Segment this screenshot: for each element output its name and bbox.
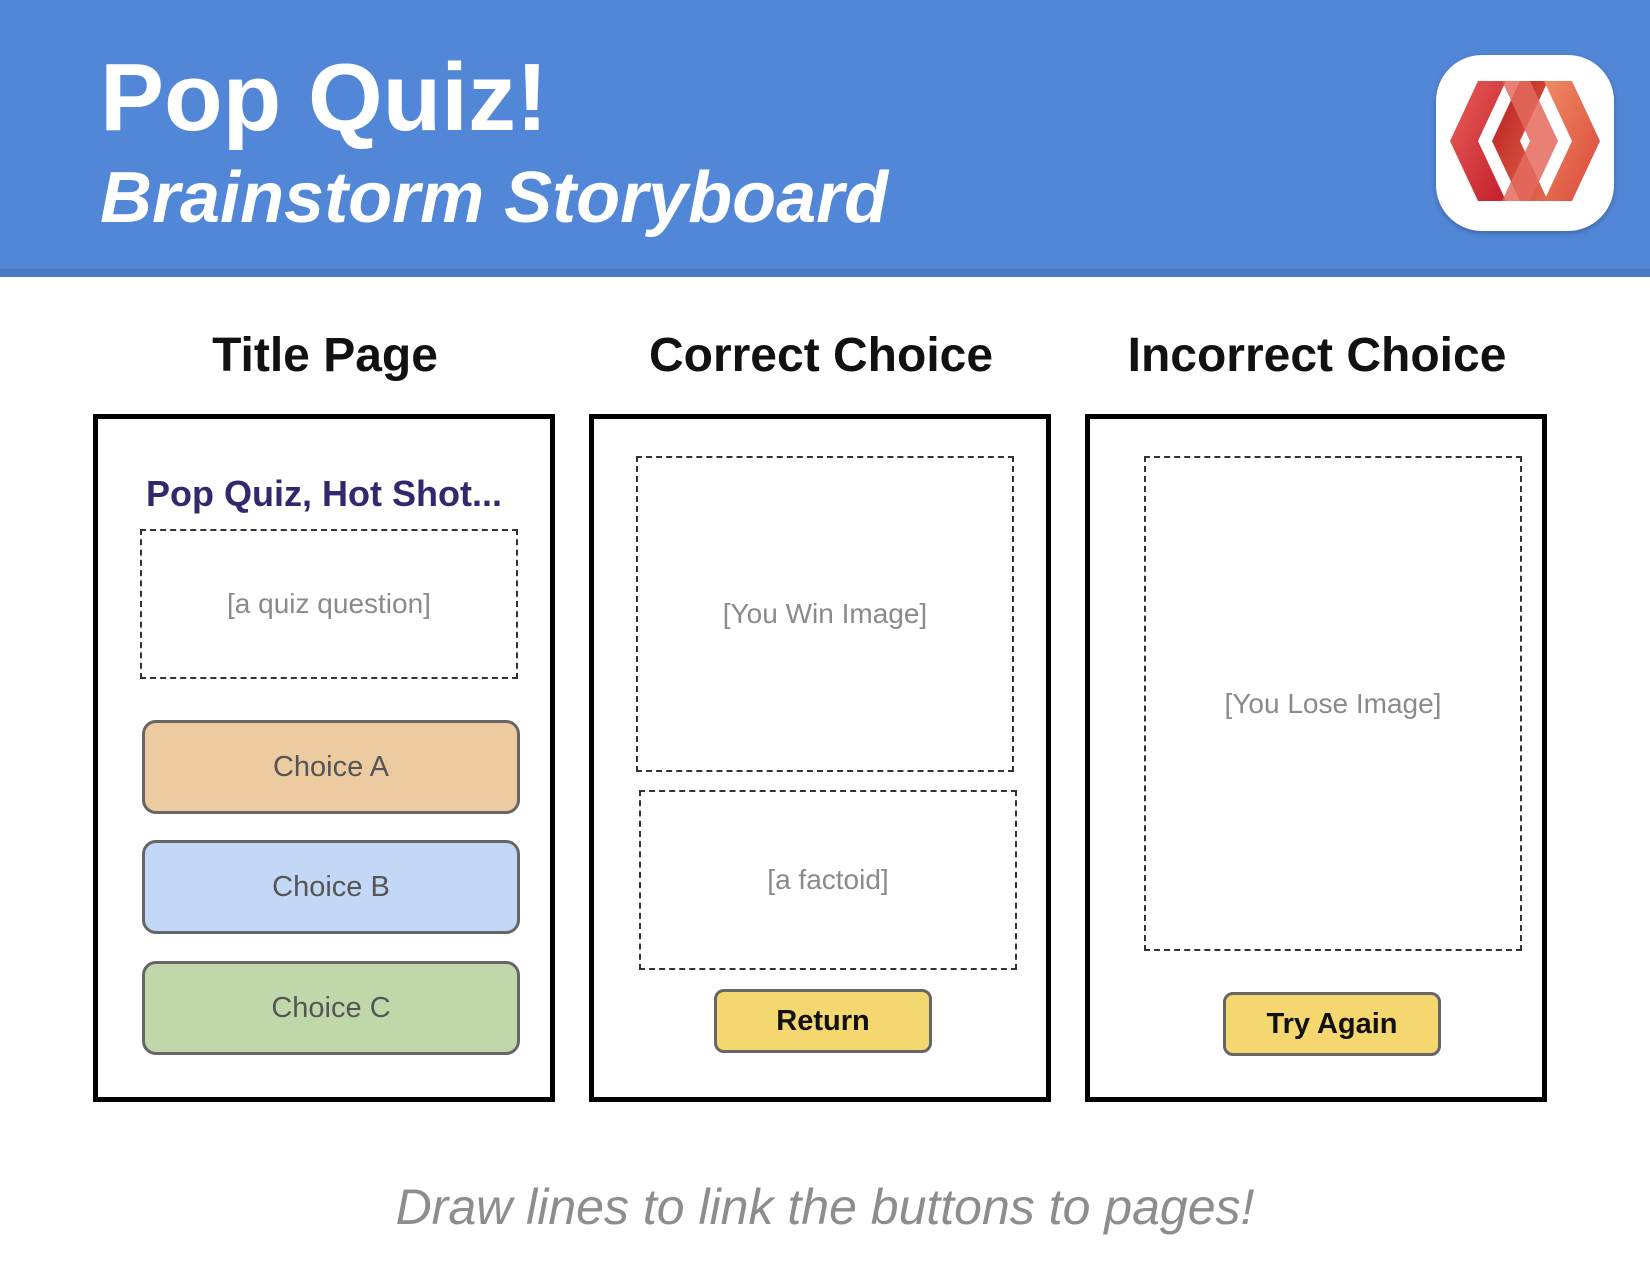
choice-c-button[interactable]: Choice C xyxy=(142,961,520,1055)
return-button-label: Return xyxy=(776,1004,870,1037)
choice-a-button[interactable]: Choice A xyxy=(142,720,520,814)
footer-instruction: Draw lines to link the buttons to pages! xyxy=(395,1179,1255,1235)
choice-b-label: Choice B xyxy=(272,870,390,903)
incorrect-choice-heading: Incorrect Choice xyxy=(1127,329,1507,382)
question-placeholder-box: [a quiz question] xyxy=(140,529,518,679)
try-again-button-label: Try Again xyxy=(1266,1007,1398,1040)
return-button[interactable]: Return xyxy=(714,989,932,1053)
title-page-panel: Pop Quiz, Hot Shot... [a quiz question] … xyxy=(93,414,555,1102)
app-logo xyxy=(1436,55,1614,231)
question-placeholder-text: [a quiz question] xyxy=(227,588,431,619)
choice-a-label: Choice A xyxy=(272,750,390,783)
factoid-placeholder-text: [a factoid] xyxy=(767,864,889,895)
choice-b-button[interactable]: Choice B xyxy=(142,840,520,934)
correct-choice-panel: [You Win Image] [a factoid] Return xyxy=(589,414,1051,1102)
choice-c-label: Choice C xyxy=(271,991,391,1024)
title-page-heading: Title Page xyxy=(212,329,438,382)
factoid-placeholder-box: [a factoid] xyxy=(639,790,1017,970)
incorrect-choice-panel: [You Lose Image] Try Again xyxy=(1085,414,1547,1102)
win-image-placeholder-box: [You Win Image] xyxy=(636,456,1014,772)
lose-image-placeholder-text: [You Lose Image] xyxy=(1224,687,1442,719)
try-again-button[interactable]: Try Again xyxy=(1223,992,1441,1056)
correct-choice-heading: Correct Choice xyxy=(648,329,994,382)
lose-image-placeholder-box: [You Lose Image] xyxy=(1144,456,1522,951)
quiz-heading: Pop Quiz, Hot Shot... xyxy=(146,473,502,514)
header-banner: Pop Quiz! Brainstorm Storyboard xyxy=(0,0,1650,277)
page-title: Pop Quiz! xyxy=(100,44,548,151)
stacked-chevron-logo-icon xyxy=(1450,81,1600,201)
win-image-placeholder-text: [You Win Image] xyxy=(722,598,928,629)
page-subtitle: Brainstorm Storyboard xyxy=(100,158,889,238)
